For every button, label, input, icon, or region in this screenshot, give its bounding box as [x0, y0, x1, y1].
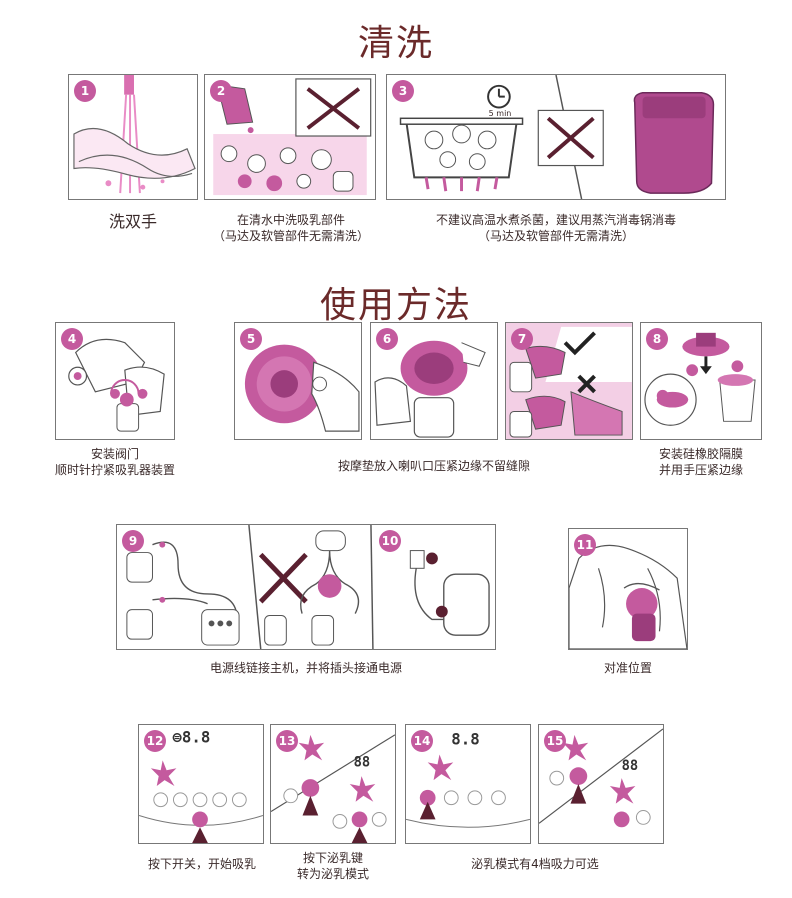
step-12-caption: 按下开关，开始吸乳 — [147, 857, 256, 871]
suction-level-illustration: 8.8 — [406, 730, 530, 828]
step-7-panel: 7 — [505, 322, 633, 440]
step-2-caption-line2: （马达及软管部件无需清洗） — [212, 229, 369, 243]
step-15-panel: 15 88 — [538, 724, 664, 844]
timer-label: 5 min — [488, 109, 512, 118]
step-10-badge: 10 — [379, 530, 401, 552]
step-6-panel: 6 — [370, 322, 498, 440]
step-4-panel: 4 — [55, 322, 175, 440]
steps-9-10-caption: 电源线链接主机，并将插头接通电源 — [209, 661, 402, 675]
svg-text:88: 88 — [622, 758, 639, 774]
suction-level-adjust-illustration: 88 — [539, 728, 663, 828]
step-1-caption: 洗双手 — [108, 212, 157, 231]
step-11-badge: 11 — [574, 534, 596, 556]
step-12-badge: 12 — [144, 730, 166, 752]
step-13-caption-line2: 转为泌乳模式 — [296, 867, 369, 881]
valve-install-illustration — [68, 338, 165, 432]
step-6-badge: 6 — [376, 328, 398, 350]
svg-text:⊜8.8: ⊜8.8 — [172, 728, 210, 747]
step-11-panel: 11 — [568, 528, 688, 650]
step-11-caption: 对准位置 — [603, 661, 652, 675]
position-alignment-illustration — [569, 544, 687, 649]
step-15-badge: 15 — [544, 730, 566, 752]
step-3-panel: 3 5 min — [386, 74, 726, 200]
step-9-badge: 9 — [122, 530, 144, 552]
step-4-caption-line1: 安装阀门 — [90, 447, 139, 461]
step-4-badge: 4 — [61, 328, 83, 350]
step-8-badge: 8 — [646, 328, 668, 350]
insert-pad-illustration — [374, 340, 486, 438]
step-12-panel: 12 ⊜8.8 — [138, 724, 264, 844]
power-button-illustration: ⊜8.8 — [139, 728, 263, 843]
cleaning-section-title: 清洗 — [357, 23, 434, 64]
step-13-badge: 13 — [276, 730, 298, 752]
step-3-badge: 3 — [392, 80, 414, 102]
step-3-caption-line2: （马达及软管部件无需清洗） — [477, 229, 634, 243]
step-1-badge: 1 — [74, 80, 96, 102]
svg-text:88: 88 — [354, 754, 371, 770]
step-7-badge: 7 — [511, 328, 533, 350]
step-2-caption-line1: 在清水中洗吸乳部件 — [236, 213, 345, 227]
step-14-panel: 14 8.8 — [405, 724, 531, 844]
sterilizing-illustration — [399, 75, 715, 199]
step-2-badge: 2 — [210, 80, 232, 102]
step-2-panel: 2 — [204, 74, 376, 200]
svg-text:8.8: 8.8 — [451, 730, 479, 749]
power-cable-illustration — [126, 525, 490, 649]
step-3-caption-line1: 不建议高温水煮杀菌，建议用蒸汽消毒锅消毒 — [435, 213, 676, 227]
step-13-panel: 13 88 — [270, 724, 396, 844]
step-8-caption-line1: 安装硅橡胶隔膜 — [658, 447, 743, 461]
washing-hands-illustration — [73, 75, 196, 194]
massage-pad-illustration — [244, 344, 360, 432]
usage-section-title: 使用方法 — [319, 285, 472, 326]
step-13-caption-line1: 按下泌乳键 — [302, 851, 363, 865]
step-14-badge: 14 — [411, 730, 433, 752]
washing-parts-illustration — [213, 78, 372, 196]
step-8-caption-line2: 并用手压紧边缘 — [658, 463, 743, 477]
step-1-panel: 1 — [68, 74, 198, 200]
steps-5-7-caption: 按摩垫放入喇叭口压紧边缘不留缝隙 — [337, 459, 530, 473]
diaphragm-install-illustration — [644, 332, 756, 426]
letdown-button-illustration: 88 — [271, 734, 395, 843]
steps-9-10-panel: 9 10 — [116, 524, 496, 650]
steps-14-15-caption: 泌乳模式有4档吸力可选 — [471, 857, 599, 871]
step-8-panel: 8 — [640, 322, 762, 440]
step-5-panel: 5 — [234, 322, 362, 440]
step-5-badge: 5 — [240, 328, 262, 350]
step-4-caption-line2: 顺时针拧紧吸乳器装置 — [54, 463, 175, 477]
